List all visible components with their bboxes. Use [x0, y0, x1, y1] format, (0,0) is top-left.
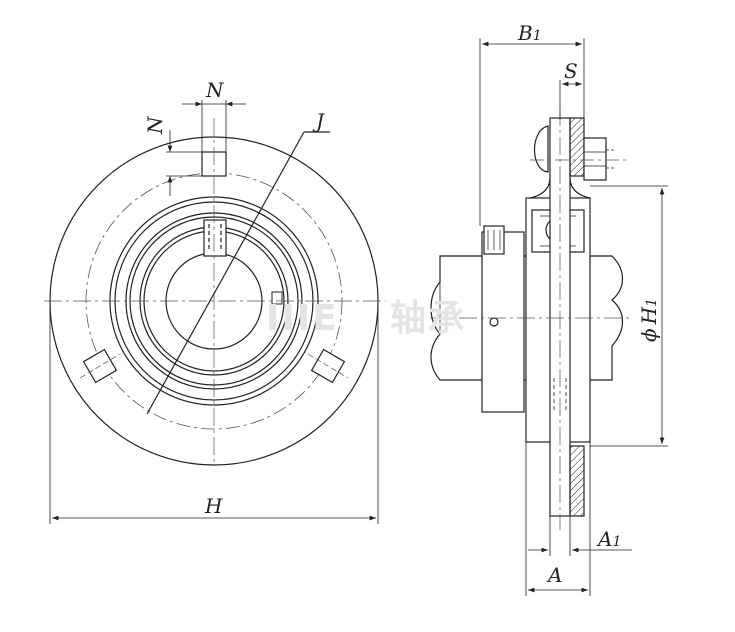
bolt-nut — [583, 137, 607, 181]
watermark-cjk: 轴承 — [390, 298, 466, 339]
flange-section-top — [569, 117, 585, 177]
watermark-text: IIIE — [266, 298, 339, 339]
label-a: A — [546, 563, 562, 587]
label-j: J — [312, 109, 325, 133]
label-h: H — [204, 494, 223, 518]
flange-section-bottom — [569, 445, 585, 517]
label-n-top: N — [205, 78, 225, 102]
label-b1: B1 — [517, 21, 542, 45]
grease-mark — [271, 291, 283, 305]
bolt-head — [534, 125, 549, 173]
label-s: S — [564, 59, 578, 83]
front-view — [44, 100, 386, 524]
j-leader — [146, 131, 305, 415]
label-a1: A1 — [596, 527, 621, 551]
label-h1: ϕH1 — [637, 298, 661, 342]
label-n-side: N — [143, 115, 167, 135]
side-view — [430, 38, 668, 596]
locking-collar — [481, 231, 525, 413]
set-screw-slot — [203, 219, 227, 257]
